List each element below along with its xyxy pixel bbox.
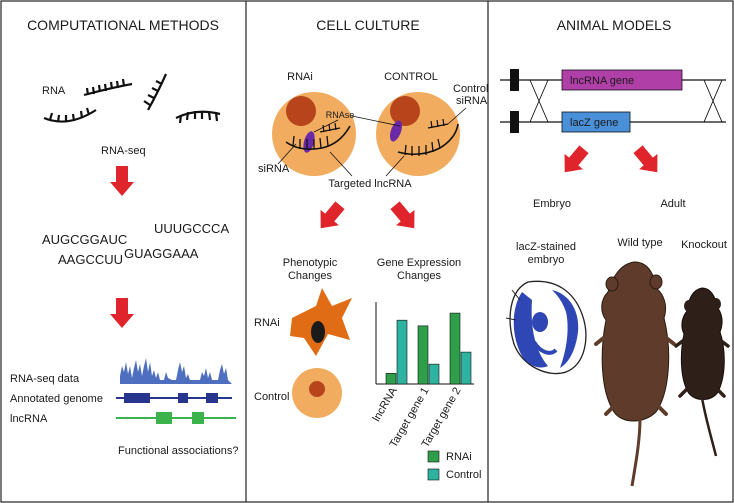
control-sirna-label-1: Control <box>453 83 488 95</box>
lacz-stained-label-1: lacZ-stained <box>516 241 576 253</box>
control-phenotype-cell-icon <box>292 368 342 418</box>
control-sirna-label-2: siRNA <box>456 95 488 107</box>
cell-rnai-label: RNAi <box>254 317 280 329</box>
panel-title-computational: COMPUTATIONAL METHODS <box>27 17 219 33</box>
sequence-4: GUAGGAAA <box>124 246 199 261</box>
rnai-phenotype-cell-icon <box>290 288 352 356</box>
leader-line <box>277 143 297 165</box>
rna-label: RNA <box>42 85 66 97</box>
diagonal-arrow-icon <box>555 141 594 180</box>
sequence-3: AAGCCUU <box>58 252 123 267</box>
sequence-1: AUGCGGAUC <box>42 232 127 247</box>
chart-legend: RNAi Control <box>427 450 481 481</box>
knockout-mouse-icon <box>674 287 730 457</box>
legend-swatch-rnai <box>427 450 440 463</box>
bar-control-1 <box>428 363 440 385</box>
diagonal-arrow-icon <box>385 197 424 236</box>
rnaseq-coverage-icon <box>120 358 232 384</box>
bar-control-2 <box>460 351 472 385</box>
lacz-stained-label-2: embryo <box>528 254 565 266</box>
diagonal-arrow-icon <box>311 197 350 236</box>
lacz-gene-label: lacZ gene <box>570 117 618 129</box>
wildtype-label: Wild type <box>617 237 662 249</box>
bar-rnai-0 <box>385 373 397 385</box>
legend-label-control: Control <box>446 469 481 481</box>
lncrna-track <box>116 412 236 424</box>
rna-fragments-icon <box>43 73 221 124</box>
phenotypic-label-2: Changes <box>288 270 333 282</box>
diagonal-arrow-icon <box>628 141 667 180</box>
sequence-2: UUUGCCCA <box>154 221 229 236</box>
embryo-label: Embryo <box>533 198 571 210</box>
down-arrow-icon <box>110 298 134 328</box>
adult-label: Adult <box>660 198 685 210</box>
rnai-column-label: RNAi <box>287 71 313 83</box>
leader-line <box>329 151 353 177</box>
track-label-genome: Annotated genome <box>10 393 103 405</box>
lacz-embryo-icon <box>505 280 587 375</box>
sirna-label: siRNA <box>258 163 290 175</box>
gene-expression-label-2: Changes <box>397 270 442 282</box>
gene-expression-label-1: Gene Expression <box>377 257 461 269</box>
lacz-gene-box <box>561 111 631 133</box>
leader-line <box>447 107 467 125</box>
rnai-cell-icon <box>272 92 356 176</box>
functional-question: Functional associations? <box>118 445 238 457</box>
panel-animal-models: ANIMAL MODELS lncRNA gene lacZ gene Embr… <box>500 17 730 487</box>
gene-construct-diagram <box>500 69 726 133</box>
leader-line <box>385 155 405 177</box>
panel-cell-culture: CELL CULTURE RNAi CONTROL RNAse Cont <box>254 17 488 481</box>
track-label-rnaseq: RNA-seq data <box>10 373 80 385</box>
wildtype-mouse-icon <box>594 261 676 487</box>
rnaseq-label: RNA-seq <box>101 145 146 157</box>
leader-line <box>313 119 339 133</box>
annotated-genome-track <box>116 393 232 403</box>
bar-control-0 <box>396 319 408 385</box>
knockout-label: Knockout <box>681 239 727 251</box>
phenotypic-label-1: Phenotypic <box>283 257 338 269</box>
track-label-lncrna: lncRNA <box>10 413 48 425</box>
lncrna-gene-label: lncRNA gene <box>570 75 634 87</box>
bar-rnai-2 <box>449 312 461 385</box>
lncrna-gene-box <box>561 69 683 91</box>
leader-line <box>351 115 401 127</box>
bar-rnai-1 <box>417 325 429 385</box>
legend-swatch-control <box>427 468 440 481</box>
panel-computational: COMPUTATIONAL METHODS RNA RNA-seq AUGCGG… <box>10 17 238 457</box>
control-column-label: CONTROL <box>384 71 438 83</box>
legend-label-rnai: RNAi <box>446 451 472 463</box>
control-cell-icon <box>376 92 460 176</box>
panel-title-animal: ANIMAL MODELS <box>557 17 672 33</box>
rnase-label-rnai: RNAse <box>326 110 355 120</box>
down-arrow-icon <box>110 166 134 196</box>
panel-title-cell-culture: CELL CULTURE <box>316 17 419 33</box>
targeted-lncrna-label: Targeted lncRNA <box>328 178 412 190</box>
cell-control-label: Control <box>254 391 289 403</box>
x-tick-label: lncRNA <box>371 385 400 424</box>
